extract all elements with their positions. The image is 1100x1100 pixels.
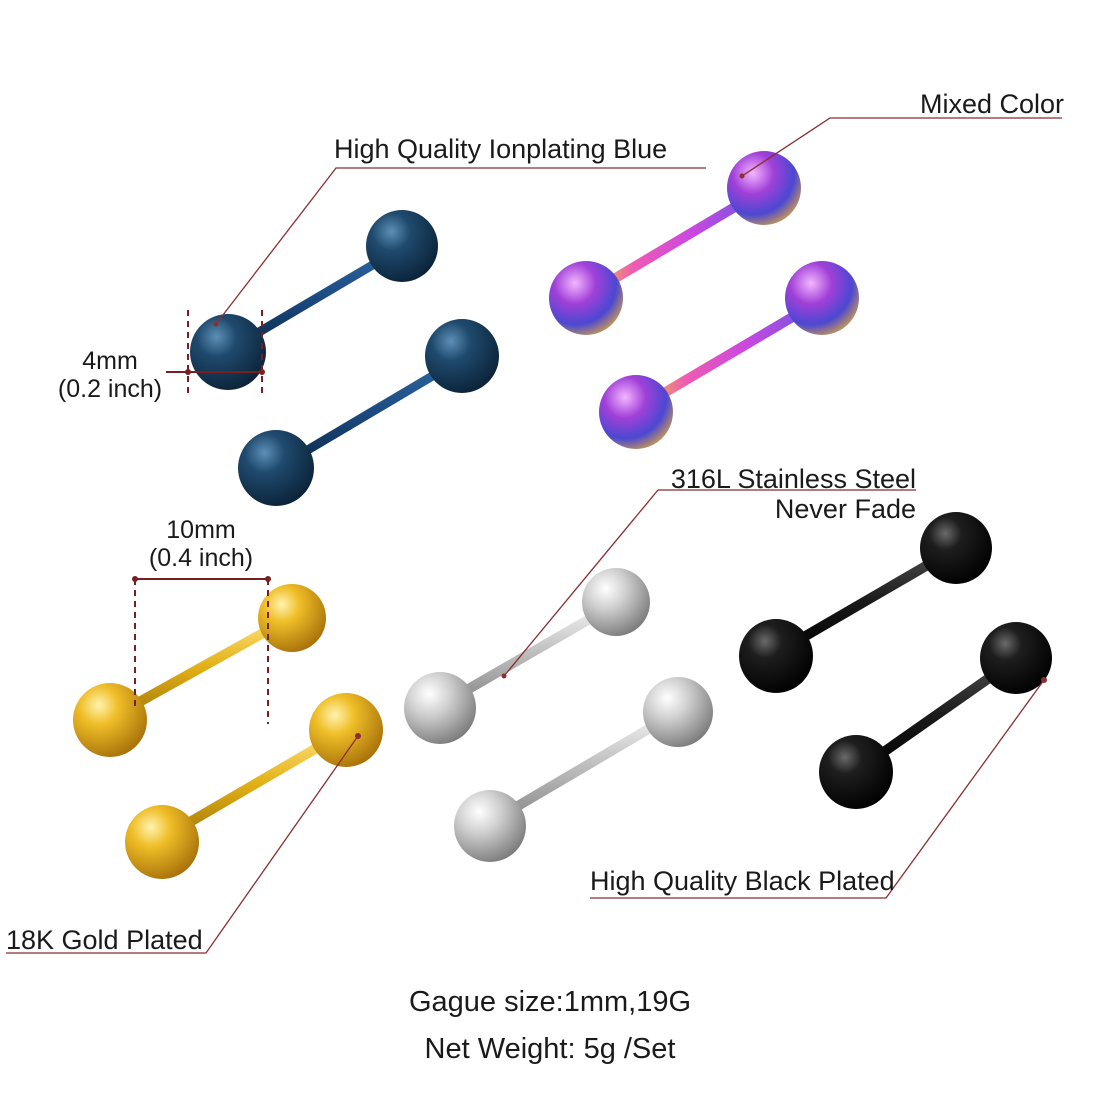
silver-barbell-bottom [454,677,713,862]
label-mixed-color: Mixed Color [919,89,1064,119]
gold-barbell-bottom [125,693,383,879]
label-bar-length: 10mm [166,516,236,544]
label-gold: 18K Gold Plated [6,925,203,955]
blue-barbell-top [190,210,438,390]
silver-barbell-top [404,568,650,744]
leader-blue [215,167,706,325]
leader-black [590,679,1045,899]
spec-gauge: Gague size:1mm,19G [408,986,692,1018]
spec-weight: Net Weight: 5g /Set [424,1033,676,1065]
label-steel-line1: 316L Stainless Steel [670,464,916,494]
blue-barbell-bottom [238,319,499,506]
leader-mixed-color [741,117,1062,177]
leader-steel [503,489,916,677]
rainbow-barbell-top [549,151,801,335]
label-black: High Quality Black Plated [590,866,895,896]
black-barbell-bottom [819,622,1052,809]
label-bar-length-inch: (0.4 inch) [148,544,254,572]
label-blue: High Quality Ionplating Blue [334,134,668,164]
rainbow-barbell-bottom [599,261,859,449]
dimension-bar-marker [132,576,271,724]
leader-lines [6,117,1062,954]
leader-gold [6,735,359,954]
label-ball-diameter: 4mm [82,347,138,375]
gold-barbell-top [73,584,326,757]
label-ball-diameter-inch: (0.2 inch) [57,375,163,403]
label-steel-line2: Never Fade [774,494,916,524]
dimension-ball-marker [166,310,265,398]
black-barbell-top [739,512,992,693]
